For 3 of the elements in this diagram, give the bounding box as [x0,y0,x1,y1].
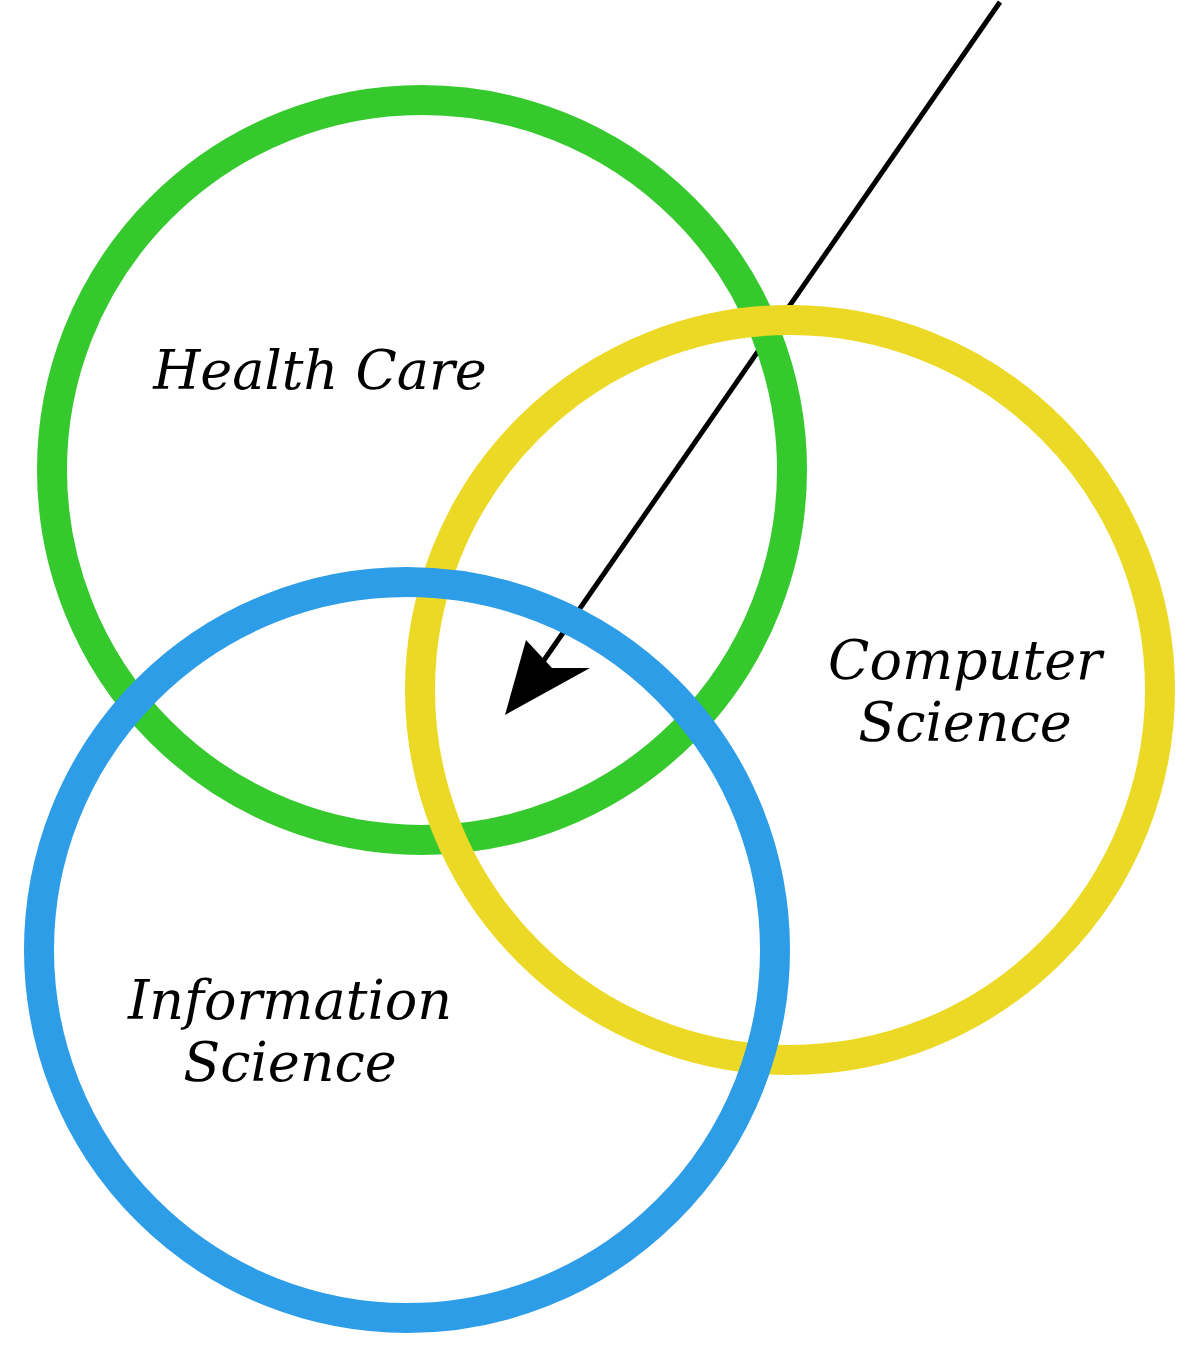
circle-label: Computer Science [795,630,1135,755]
circle-label: Information Science [126,970,454,1095]
circle-label: Health Care [151,340,488,403]
